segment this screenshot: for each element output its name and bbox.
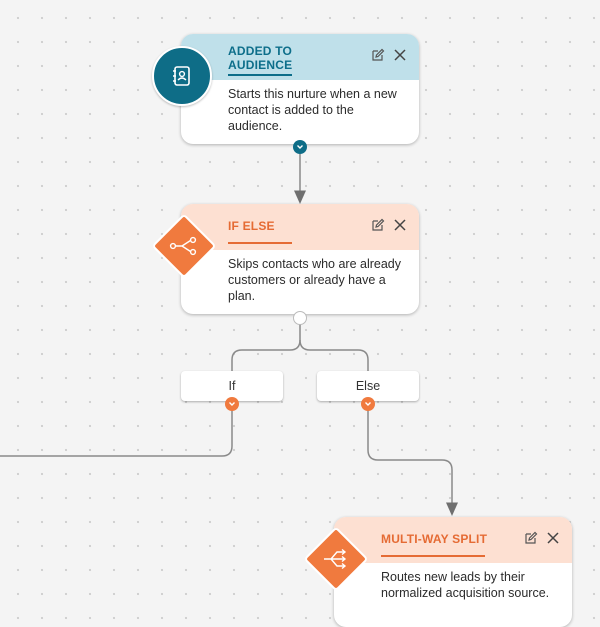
trigger-node-title: ADDED TO AUDIENCE	[228, 44, 293, 72]
split-node-description: Routes new leads by their normalized acq…	[381, 570, 550, 600]
chevron-down-icon	[365, 402, 371, 406]
contact-book-icon	[152, 46, 212, 106]
split-node-title: MULTI-WAY SPLIT	[381, 532, 488, 546]
title-underline	[228, 242, 292, 244]
connector-ifelse-to-else	[299, 339, 369, 372]
close-icon[interactable]	[546, 531, 560, 545]
chevron-down-icon	[297, 145, 303, 149]
ifelse-output-port[interactable]	[293, 311, 307, 325]
trigger-node-added-to-audience[interactable]: ADDED TO AUDIENCE Starts this nurture wh…	[181, 34, 419, 144]
edit-icon[interactable]	[524, 531, 538, 545]
connector-layer	[0, 154, 458, 516]
ifelse-node-header: IF ELSE	[181, 204, 419, 250]
branch-icon	[148, 210, 220, 282]
title-underline	[228, 74, 292, 76]
branch-label-else[interactable]: Else	[317, 371, 419, 401]
close-icon[interactable]	[393, 48, 407, 62]
trigger-node-description: Starts this nurture when a new contact i…	[228, 87, 397, 133]
else-branch-port[interactable]	[361, 397, 375, 411]
ifelse-node-description: Skips contacts who are already customers…	[228, 257, 402, 303]
chevron-down-icon	[229, 402, 235, 406]
connector-else-to-split	[367, 410, 458, 516]
if-branch-port[interactable]	[225, 397, 239, 411]
action-node-if-else[interactable]: IF ELSE Skips contacts who are already c…	[181, 204, 419, 314]
connector-if-branch-out	[0, 410, 233, 457]
edit-icon[interactable]	[371, 48, 385, 62]
edit-icon[interactable]	[371, 218, 385, 232]
trigger-output-port[interactable]	[293, 140, 307, 154]
close-icon[interactable]	[393, 218, 407, 232]
trigger-node-header: ADDED TO AUDIENCE	[181, 34, 419, 80]
split-arrows-icon	[300, 523, 372, 595]
connector-ifelse-to-if	[231, 324, 301, 372]
branch-label-if[interactable]: If	[181, 371, 283, 401]
ifelse-node-title: IF ELSE	[228, 219, 275, 233]
split-node-header: MULTI-WAY SPLIT	[334, 517, 572, 563]
title-underline	[381, 555, 485, 557]
